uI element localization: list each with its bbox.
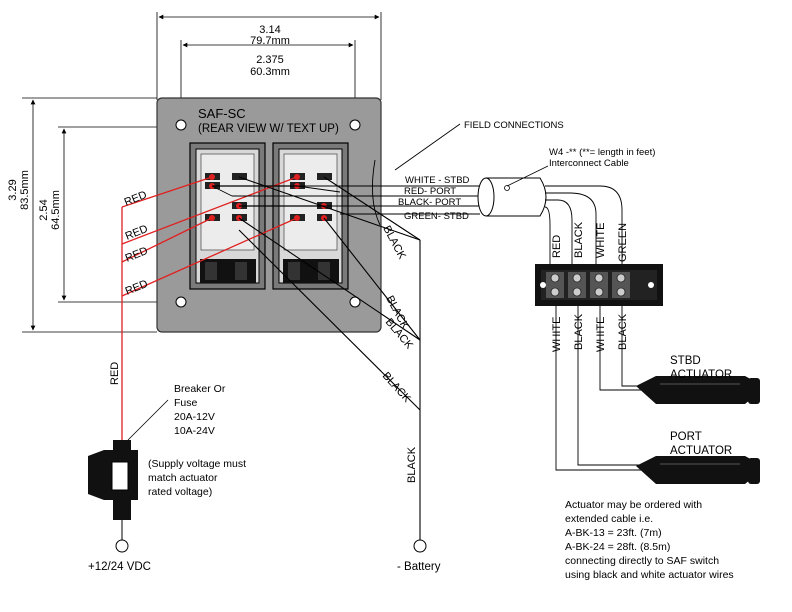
dim-hole-width-mm: 60.3mm — [250, 66, 290, 78]
breaker-fuse — [88, 399, 169, 540]
panel-subtitle: (REAR VIEW W/ TEXT UP) — [198, 123, 339, 135]
terminal-top-green: GREEN — [617, 223, 629, 262]
green-stbd-label: GREEN- STBD — [404, 211, 469, 222]
breaker-line-2: Fuse — [174, 397, 198, 409]
terminal-bottom-black-1: BLACK — [573, 313, 585, 350]
port-actuator — [636, 456, 760, 484]
breaker-line-1: Breaker Or — [174, 383, 226, 395]
dim-hole-height: 2.54 — [38, 199, 50, 220]
actuator-note-line-3: A-BK-13 = 23ft. (7m) — [565, 527, 662, 539]
supply-note-line-3: rated voltage) — [148, 486, 213, 498]
dim-overall-height: 3.29 — [7, 179, 19, 200]
port-actuator-label-1: PORT — [670, 431, 702, 443]
black-label-4: BLACK — [380, 370, 413, 405]
dim-overall-width: 3.14 — [259, 24, 280, 36]
breaker-line-4: 10A-24V — [174, 425, 215, 437]
actuator-note-line-2: extended cable i.e. — [565, 513, 654, 525]
terminal-block — [535, 264, 663, 306]
terminal-top-black: BLACK — [573, 221, 585, 258]
interconnect-cable — [477, 165, 623, 264]
terminal-top-white: WHITE — [595, 223, 607, 258]
breaker-note: Breaker Or Fuse 20A-12V 10A-24V — [174, 382, 225, 438]
black-port-label: BLACK- PORT — [398, 197, 461, 208]
dim-hole-height-mm: 64.5mm — [50, 190, 62, 230]
battery-terminal — [413, 539, 427, 553]
actuator-cable-note: Actuator may be ordered with extended cab… — [565, 498, 734, 582]
red-label-2: RED — [124, 223, 150, 243]
stbd-actuator-label-2: ACTUATOR — [670, 369, 732, 381]
actuator-note-line-4: A-BK-24 = 28ft. (8.5m) — [565, 541, 671, 553]
breaker-line-3: 20A-12V — [174, 411, 215, 423]
terminal-bottom-white-2: WHITE — [595, 317, 607, 352]
switch-right — [272, 142, 349, 290]
red-wires — [121, 176, 324, 440]
terminal-bottom-black-2: BLACK — [617, 313, 629, 350]
battery-label: - Battery — [397, 561, 441, 573]
stbd-actuator-label-1: STBD — [670, 355, 701, 367]
supply-terminal — [115, 539, 129, 553]
actuator-note-line-5: connecting directly to SAF switch — [565, 555, 720, 567]
cable-part-label: W4 -** (**= length in feet) — [549, 147, 655, 158]
white-stbd-label: WHITE - STBD — [405, 175, 470, 186]
port-actuator-label-2: ACTUATOR — [670, 445, 732, 457]
red-port-label: RED- PORT — [404, 186, 456, 197]
black-wires — [238, 176, 421, 540]
field-wires — [211, 123, 480, 226]
actuator-wires — [555, 306, 642, 471]
supply-voltage-note: (Supply voltage must match actuator rated … — [148, 457, 246, 499]
stbd-actuator — [636, 376, 760, 404]
dim-overall-width-mm: 79.7mm — [250, 35, 290, 47]
red-label-1: RED — [123, 189, 149, 209]
dim-overall-height-mm: 83.5mm — [19, 170, 31, 210]
actuator-note-line-1: Actuator may be ordered with — [565, 499, 703, 511]
switch-left — [189, 142, 266, 290]
supply-note-line-2: match actuator — [148, 472, 218, 484]
cable-name-label: Interconnect Cable — [549, 158, 629, 169]
red-label-4: RED — [124, 278, 150, 298]
black-battery-label: BLACK — [406, 446, 418, 483]
field-connections-label: FIELD CONNECTIONS — [464, 120, 564, 131]
terminal-top-red: RED — [551, 235, 563, 258]
actuator-note-line-6: using black and white actuator wires — [565, 569, 734, 581]
panel-title: SAF-SC — [198, 106, 246, 121]
supply-note-line-1: (Supply voltage must — [148, 458, 247, 470]
dim-hole-width: 2.375 — [256, 54, 284, 66]
terminal-bottom-white-1: WHITE — [551, 317, 563, 352]
red-supply-label: RED — [109, 362, 121, 385]
supply-label: +12/24 VDC — [88, 561, 151, 573]
red-label-3: RED — [124, 245, 150, 265]
